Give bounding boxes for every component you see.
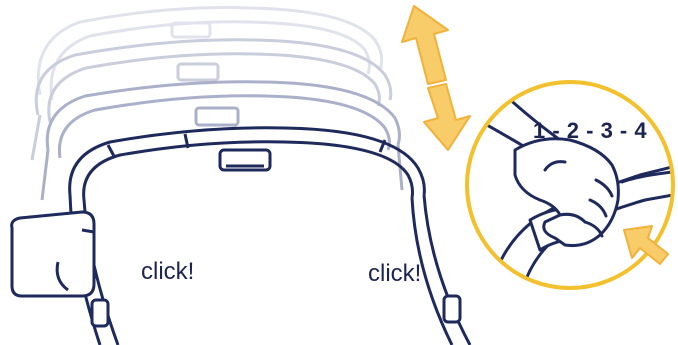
cup-holder [12, 212, 94, 296]
zoom-inset [460, 80, 678, 300]
position-steps-label: 1 - 2 - 3 - 4 [533, 118, 647, 144]
handlebar-active [70, 128, 470, 345]
handlebar-position-ghost-2 [32, 40, 391, 160]
handlebar-position-ghost-3 [42, 82, 402, 200]
click-label-right: click! [368, 260, 421, 288]
double-arrow-icon [402, 6, 470, 150]
click-label-left: click! [141, 258, 194, 286]
